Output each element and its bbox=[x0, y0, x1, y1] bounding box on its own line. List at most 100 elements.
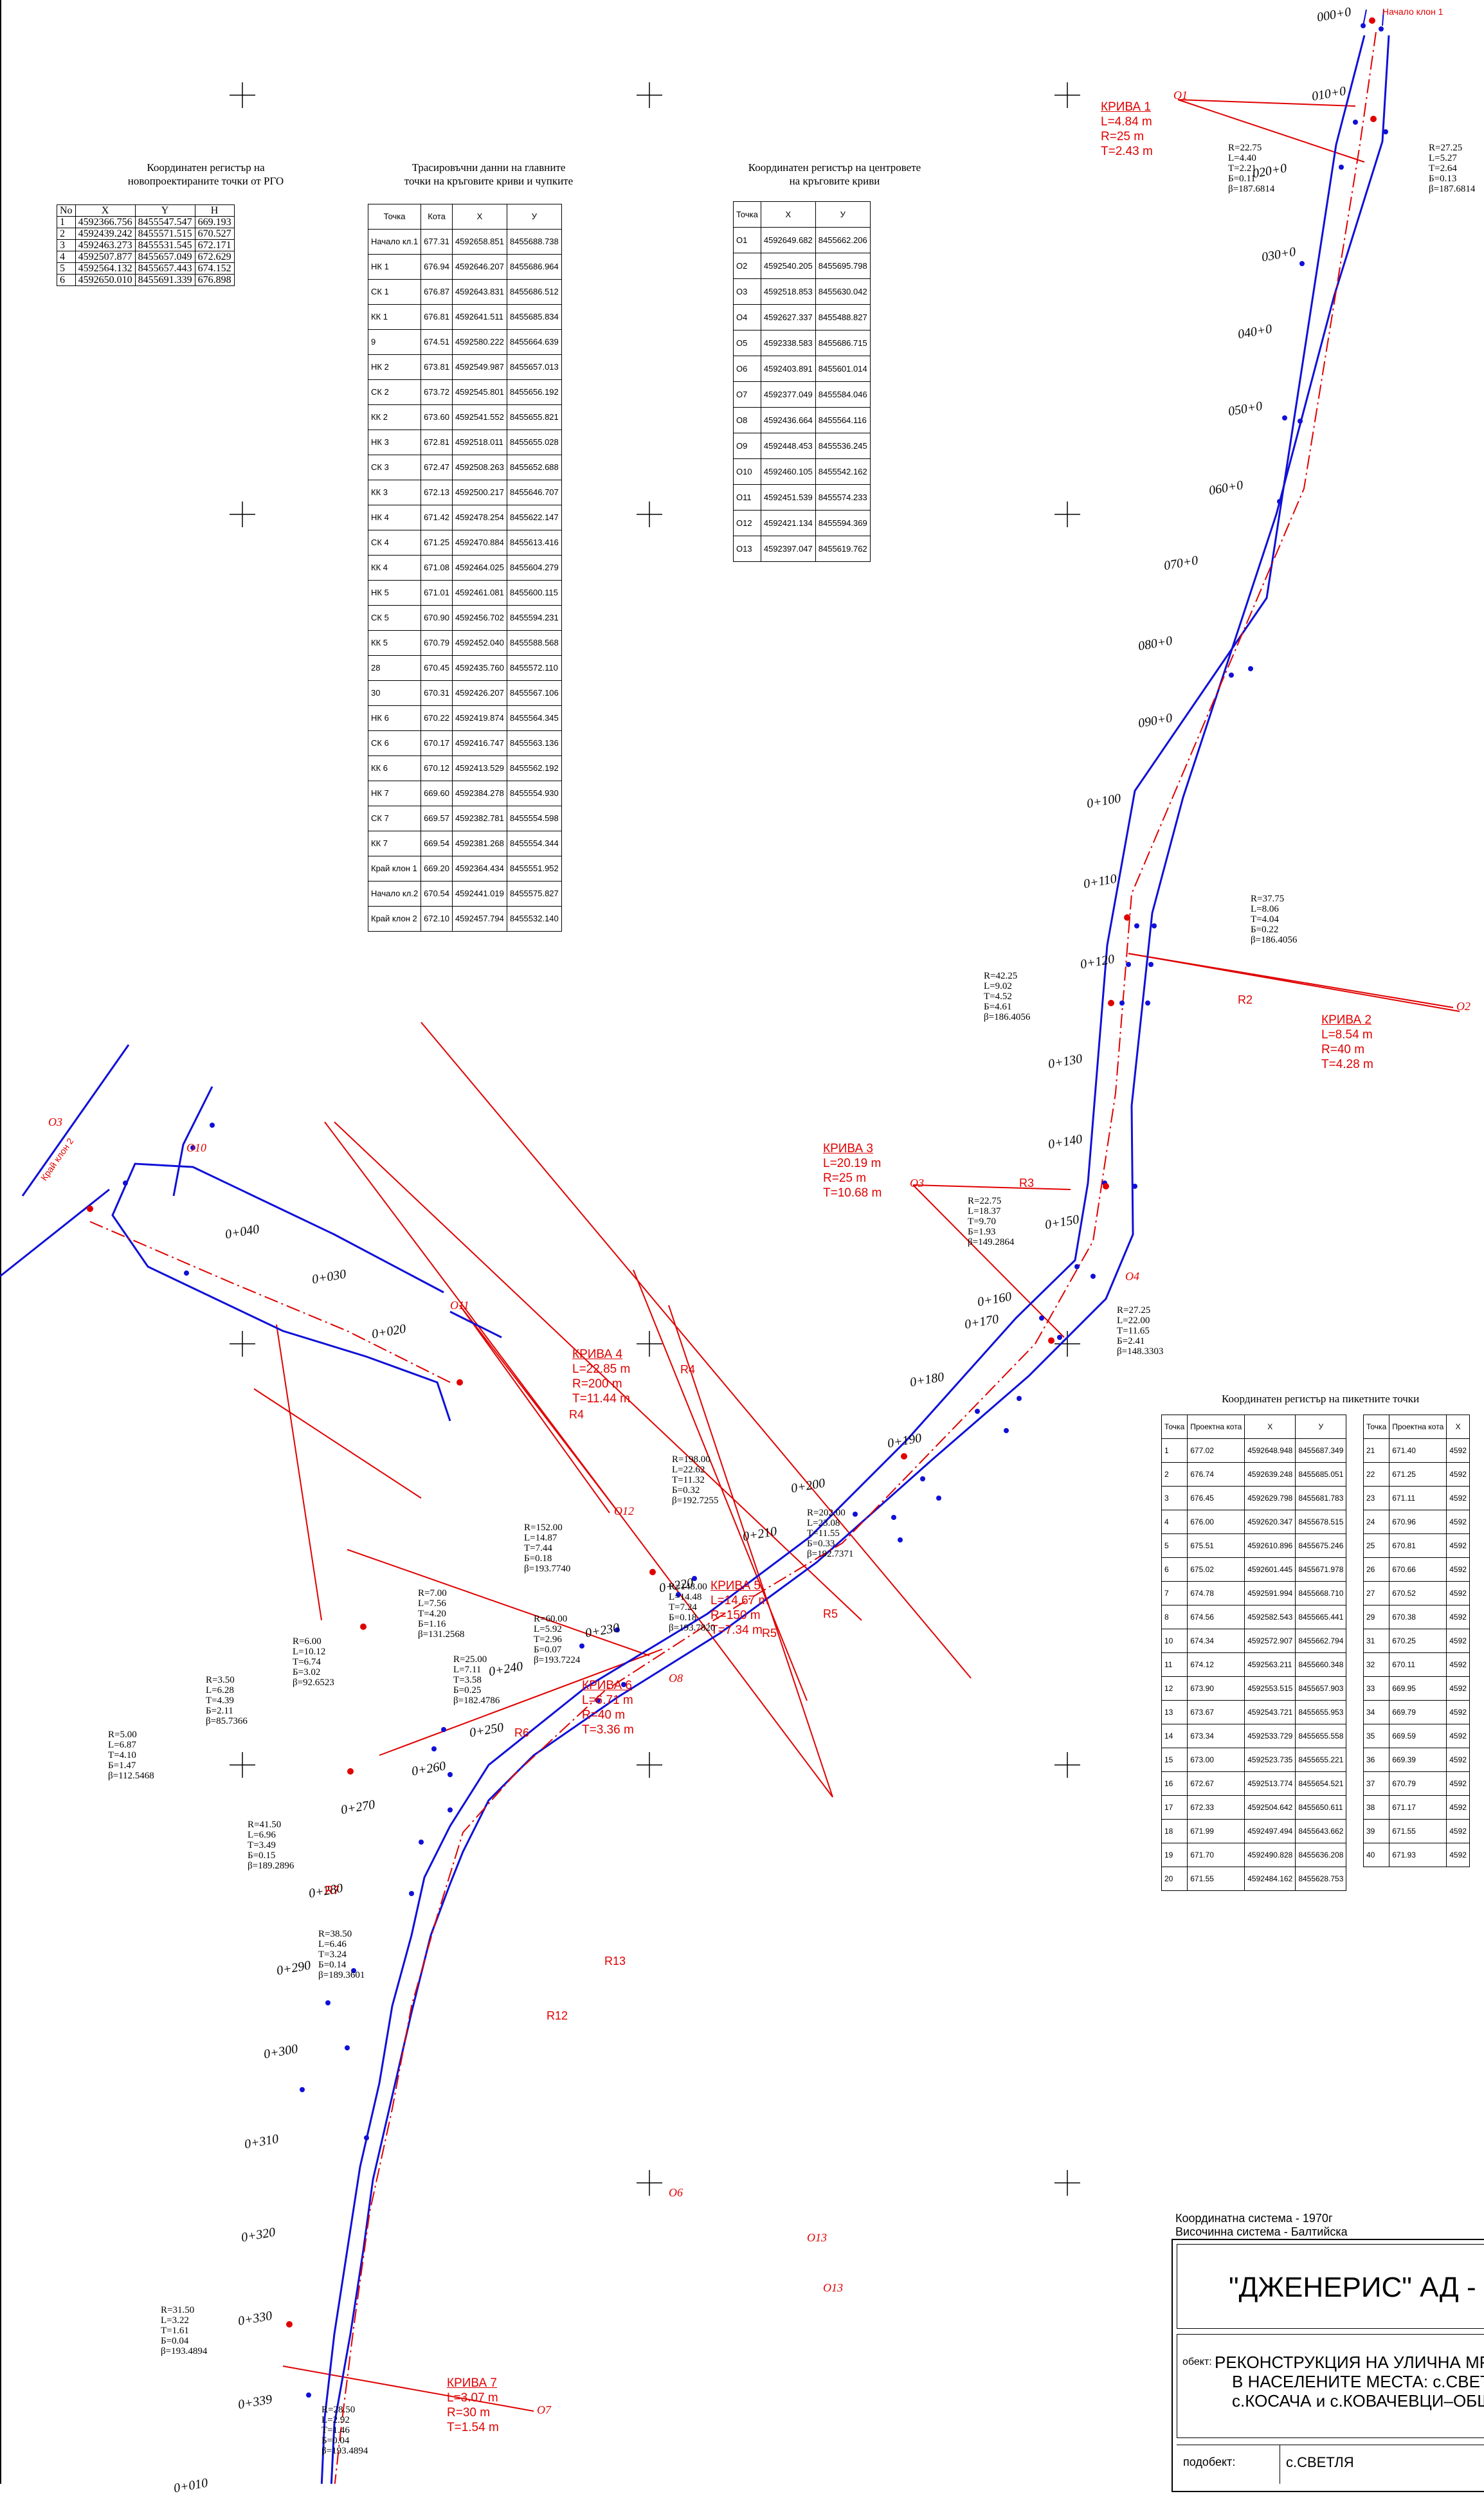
pickets-cell: 674.12 bbox=[1187, 1652, 1245, 1677]
main-cell: СК 7 bbox=[367, 806, 422, 831]
pickets-cell: 8455681.783 bbox=[1295, 1486, 1347, 1510]
pickets2-cell: 670.11 bbox=[1389, 1652, 1447, 1677]
pickets2-cell: 26 bbox=[1362, 1557, 1390, 1582]
pickets2-cell: 29 bbox=[1362, 1605, 1390, 1629]
centers-cell: O10 bbox=[733, 458, 761, 485]
curve-markers bbox=[87, 17, 1377, 2328]
pickets2-cell: 4592 bbox=[1446, 1629, 1470, 1653]
main-cell: 677.31 bbox=[421, 229, 453, 255]
pickets2-cell: 24 bbox=[1362, 1510, 1390, 1534]
pickets-cell: 673.67 bbox=[1187, 1700, 1245, 1724]
pickets-cell: 676.45 bbox=[1187, 1486, 1245, 1510]
curve-param-block: R=60.00 L=5.92 T=2.96 Б=0.07 β=193.7224 bbox=[534, 1614, 581, 1665]
curve-center-label: O3 bbox=[910, 1177, 924, 1189]
main-cell: 670.12 bbox=[421, 755, 453, 781]
pickets2-header: Точка bbox=[1362, 1415, 1390, 1439]
centers-cell: 4592540.205 bbox=[760, 253, 816, 279]
pickets-header: Точка bbox=[1161, 1415, 1188, 1439]
pickets-cell: 672.67 bbox=[1187, 1771, 1245, 1796]
main-header: X bbox=[451, 204, 507, 230]
pickets-cell: 8455657.903 bbox=[1295, 1676, 1347, 1701]
radius-label: R4 bbox=[680, 1363, 696, 1376]
radius-label: R2 bbox=[1238, 993, 1253, 1006]
picket-dot bbox=[891, 1515, 896, 1520]
rgo-cell: 8455657.049 bbox=[134, 251, 195, 263]
pickets2-cell: 38 bbox=[1362, 1795, 1390, 1820]
picket-dots bbox=[123, 23, 1388, 2398]
pickets2-cell: 4592 bbox=[1446, 1724, 1470, 1748]
pickets-cell: 4592639.248 bbox=[1244, 1462, 1296, 1487]
object-label: обект: bbox=[1182, 2356, 1212, 2367]
pickets-cell: 673.90 bbox=[1187, 1676, 1245, 1701]
pickets-cell: 15 bbox=[1161, 1748, 1188, 1772]
curve-center-label: O7 bbox=[537, 2403, 551, 2416]
pickets-header: У bbox=[1295, 1415, 1347, 1439]
pickets2-cell: 36 bbox=[1362, 1748, 1390, 1772]
pickets2-cell: 4592 bbox=[1446, 1795, 1470, 1820]
centers-cell: 4592448.453 bbox=[760, 433, 816, 459]
main-cell: 8455656.192 bbox=[506, 379, 562, 405]
pickets2-cell: 670.96 bbox=[1389, 1510, 1447, 1534]
main-cell: 8455567.106 bbox=[506, 680, 562, 706]
main-cell: 8455604.279 bbox=[506, 555, 562, 581]
main-cell: 4592452.040 bbox=[451, 630, 507, 656]
centers-cell: 4592403.891 bbox=[760, 356, 816, 382]
main-cell: 4592508.263 bbox=[451, 455, 507, 480]
curve-r: R=30 m bbox=[447, 2406, 491, 2419]
pickets2-cell: 670.38 bbox=[1389, 1605, 1447, 1629]
rgo-cell: 4592650.010 bbox=[75, 274, 136, 286]
main-cell: 672.81 bbox=[421, 430, 453, 455]
curve-param-block: R=41.50 L=6.96 T=3.49 Б=0.15 β=189.2896 bbox=[248, 1820, 294, 1871]
main-cell: 8455652.688 bbox=[506, 455, 562, 480]
curve-center-label: O12 bbox=[614, 1505, 634, 1517]
picket-dot bbox=[920, 1476, 925, 1481]
main-cell: 670.22 bbox=[421, 705, 453, 731]
pickets-cell: 4592543.721 bbox=[1244, 1700, 1296, 1724]
rgo-cell: 4592463.273 bbox=[75, 239, 136, 251]
main-cell: 672.13 bbox=[421, 480, 453, 505]
rgo-cell: 1 bbox=[57, 216, 76, 228]
radius-label: R3 bbox=[1019, 1177, 1035, 1189]
centers-cell: O1 bbox=[733, 227, 761, 253]
main-cell: 4592416.747 bbox=[451, 730, 507, 756]
pickets-cell: 4592484.162 bbox=[1244, 1867, 1296, 1891]
pickets2-cell: 670.79 bbox=[1389, 1771, 1447, 1796]
picket-dot bbox=[1090, 1274, 1096, 1279]
main-cell: 671.08 bbox=[421, 555, 453, 581]
main-cell: 8455686.512 bbox=[506, 279, 562, 305]
main-cell: 8455685.834 bbox=[506, 304, 562, 330]
picket-dot bbox=[448, 1807, 453, 1813]
rgo-title-line1: Координатен регистър на bbox=[147, 161, 265, 174]
main-cell: 8455600.115 bbox=[506, 580, 562, 606]
main-cell: 4592381.268 bbox=[451, 831, 507, 856]
centers-header: Точка bbox=[733, 201, 761, 228]
curve-name: КРИВА 2 bbox=[1321, 1013, 1371, 1027]
main-cell: 676.81 bbox=[421, 304, 453, 330]
main-cell: 8455646.707 bbox=[506, 480, 562, 505]
curve-center-label: O4 bbox=[1125, 1270, 1139, 1283]
curve-r: R=25 m bbox=[1101, 130, 1145, 143]
main-cell: 672.47 bbox=[421, 455, 453, 480]
curve-t: T=11.44 m bbox=[572, 1392, 630, 1406]
main-header: У bbox=[506, 204, 562, 230]
pickets-cell: 4592620.347 bbox=[1244, 1510, 1296, 1534]
pickets-cell: 3 bbox=[1161, 1486, 1188, 1510]
rgo-title-line2: новопроектираните точки от РГО bbox=[127, 175, 284, 187]
main-title-line2: точки на кръговите криви и чупките bbox=[404, 175, 574, 187]
main-cell: 4592658.851 bbox=[451, 229, 507, 255]
curve-l: L=6.71 m bbox=[582, 1694, 633, 1707]
rgo-cell: 674.152 bbox=[194, 262, 235, 275]
pickets-cell: 20 bbox=[1161, 1867, 1188, 1891]
